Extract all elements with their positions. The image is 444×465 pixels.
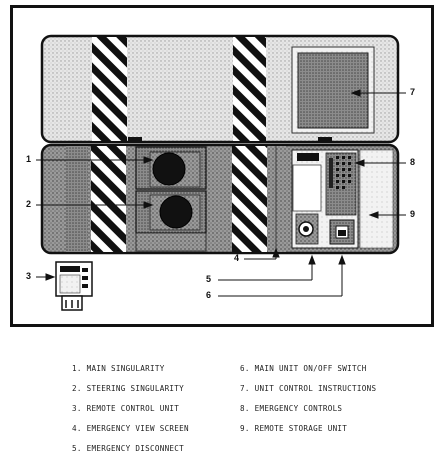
callout-6: 6 <box>206 290 212 300</box>
leader-lines <box>36 89 406 297</box>
console-base <box>40 143 400 255</box>
legend: 1. MAIN SINGULARITY 2. STEERING SINGULAR… <box>72 364 432 464</box>
steering-singularity <box>159 195 193 229</box>
legend-item: 1. MAIN SINGULARITY <box>72 364 165 373</box>
emergency-control-buttons <box>329 156 351 189</box>
callout-7: 7 <box>410 87 416 97</box>
hazard-stripe-base-left <box>91 146 126 252</box>
legend-item: 2. STEERING SINGULARITY <box>72 384 185 393</box>
callout-5: 5 <box>206 274 212 284</box>
legend-item: 5. EMERGENCY DISCONNECT <box>72 444 185 453</box>
legend-column-left: 1. MAIN SINGULARITY 2. STEERING SINGULAR… <box>72 364 189 464</box>
callout-9: 9 <box>410 209 416 219</box>
legend-item: 3. REMOTE CONTROL UNIT <box>72 404 180 413</box>
hazard-stripe-base-right <box>232 146 267 252</box>
callout-1: 1 <box>26 154 32 164</box>
console-diagram <box>36 34 406 311</box>
callout-8: 8 <box>410 157 416 167</box>
emergency-view-screen <box>268 146 286 252</box>
callout-4: 4 <box>234 253 240 263</box>
legend-item: 8. EMERGENCY CONTROLS <box>240 404 343 413</box>
main-singularity <box>152 152 186 186</box>
unit-control-instructions-panel <box>297 52 369 129</box>
hazard-stripe-lid-left <box>92 37 127 141</box>
hinge-left <box>128 137 142 143</box>
hinge-right <box>318 137 332 143</box>
remote-control-unit <box>55 261 93 311</box>
callout-2: 2 <box>26 199 32 209</box>
legend-item: 9. REMOTE STORAGE UNIT <box>240 424 348 433</box>
hazard-stripe-lid-right <box>233 37 266 141</box>
status-indicator <box>297 153 319 161</box>
console-lid <box>40 34 400 144</box>
legend-column-right: 6. MAIN UNIT ON/OFF SWITCH 7. UNIT CONTR… <box>240 364 376 444</box>
legend-item: 7. UNIT CONTROL INSTRUCTIONS <box>240 384 377 393</box>
remote-storage-unit <box>359 149 394 249</box>
legend-item: 6. MAIN UNIT ON/OFF SWITCH <box>240 364 367 373</box>
legend-item: 4. EMERGENCY VIEW SCREEN <box>72 424 189 433</box>
callout-3: 3 <box>26 271 32 281</box>
